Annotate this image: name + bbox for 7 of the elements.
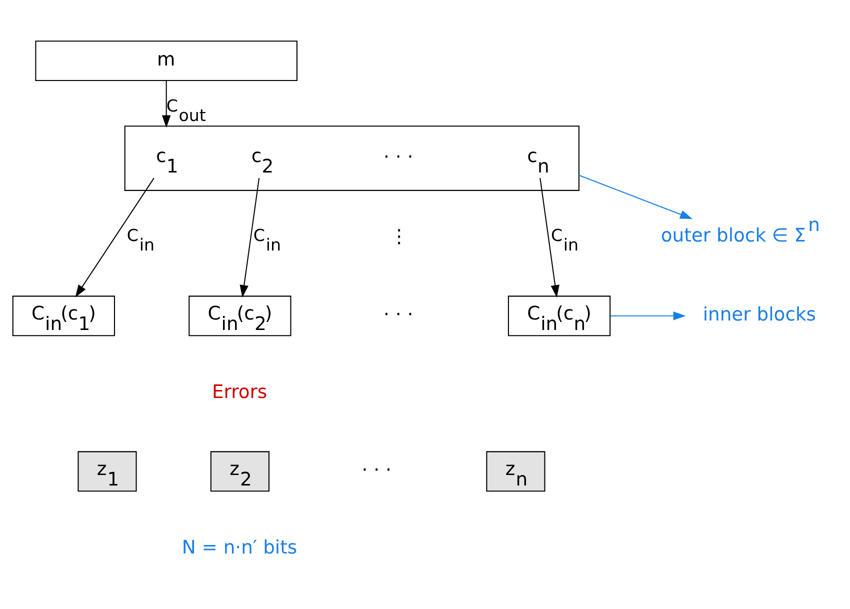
label: · · · xyxy=(384,304,414,325)
node-text: inner blocks xyxy=(702,304,816,325)
label: · · · xyxy=(384,146,414,168)
label: ⋮ xyxy=(390,226,408,248)
label: · · · xyxy=(362,459,392,480)
label: N = n·n′ bits xyxy=(182,537,298,558)
label: Errors xyxy=(212,382,268,403)
